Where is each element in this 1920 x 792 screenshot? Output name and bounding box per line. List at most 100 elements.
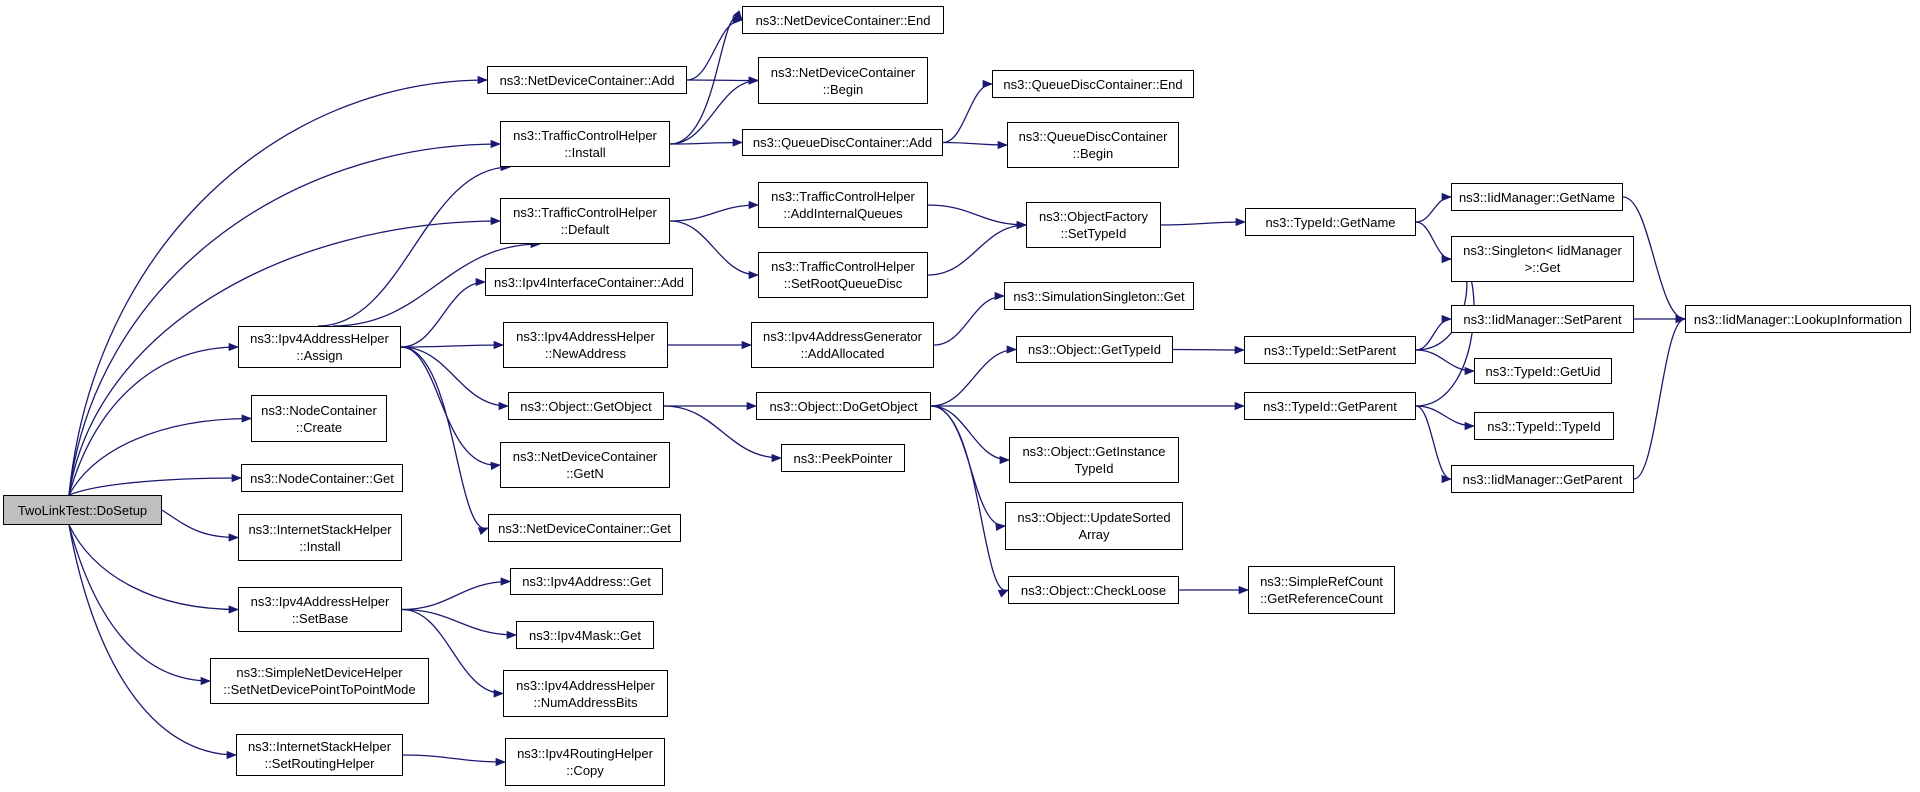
edge-tch-default-to-tch-aiq: [669, 200, 760, 222]
node-label-line: ns3::Ipv4InterfaceContainer::Add: [493, 274, 685, 290]
node-label-line: ns3::IidManager::GetName: [1458, 189, 1616, 205]
node-iid-lookup[interactable]: ns3::IidManager::LookupInformation: [1685, 305, 1911, 333]
node-tch-srqd[interactable]: ns3::TrafficControlHelper::SetRootQueueD…: [758, 252, 928, 298]
node-typeid-setparent[interactable]: ns3::TypeId::SetParent: [1244, 336, 1416, 364]
node-label-line: ns3::TrafficControlHelper: [513, 128, 657, 143]
node-typeid-getname[interactable]: ns3::TypeId::GetName: [1245, 208, 1416, 236]
edge-root-to-ndc-add: [68, 75, 489, 496]
edge-ipv4ah-setbase-to-ipv4ah-numbits: [401, 608, 505, 698]
node-ipv4ah-newaddr[interactable]: ns3::Ipv4AddressHelper::NewAddress: [503, 322, 668, 368]
node-label-line: ns3::Singleton< IidManager: [1463, 243, 1622, 258]
node-ipv4ic-add[interactable]: ns3::Ipv4InterfaceContainer::Add: [485, 268, 693, 296]
node-label-line: ns3::Ipv4AddressHelper: [516, 677, 655, 693]
edge-iid-getparent-to-iid-lookup: [1633, 314, 1687, 480]
node-ish-setrouting[interactable]: ns3::InternetStackHelper::SetRoutingHelp…: [236, 734, 403, 776]
node-singleton-get[interactable]: ns3::Singleton< IidManager>::Get: [1451, 236, 1634, 282]
edge-typeid-setparent-to-typeid-getuid: [1415, 349, 1476, 376]
node-obj-getobject[interactable]: ns3::Object::GetObject: [508, 392, 664, 420]
edge-root-to-ipv4ah-assign: [68, 342, 240, 496]
node-ipv4rh-copy[interactable]: ns3::Ipv4RoutingHelper::Copy: [505, 738, 665, 786]
node-obj-checkloose[interactable]: ns3::Object::CheckLoose: [1008, 576, 1179, 604]
node-label-line: ::GetReferenceCount: [1260, 591, 1383, 606]
edge-ndc-add-to-ndc-end: [686, 15, 744, 81]
node-ipv4ag-alloc[interactable]: ns3::Ipv4AddressGenerator::AddAllocated: [751, 322, 934, 368]
node-label-line: ns3::Ipv4AddressHelper: [250, 331, 389, 346]
node-label-line: ns3::NetDeviceContainer: [770, 64, 916, 80]
node-nc-get[interactable]: ns3::NodeContainer::Get: [241, 464, 403, 492]
node-of-settypeid[interactable]: ns3::ObjectFactory::SetTypeId: [1026, 202, 1161, 248]
node-ipv4addr-get[interactable]: ns3::Ipv4Address::Get: [510, 568, 663, 595]
node-label-line: ns3::TypeId::TypeId: [1487, 418, 1601, 434]
node-label-line: ::SetNetDevicePointToPointMode: [223, 682, 416, 697]
node-label-line: ns3::TypeId::GetParent: [1263, 398, 1397, 414]
node-label-line: ::NumAddressBits: [533, 694, 638, 710]
node-ish-install[interactable]: ns3::InternetStackHelper::Install: [238, 514, 402, 561]
node-root[interactable]: TwoLinkTest::DoSetup: [3, 495, 162, 525]
edge-ipv4ah-setbase-to-ipv4mask-get: [401, 608, 518, 640]
node-label-line: ns3::SimpleNetDeviceHelper: [236, 665, 403, 680]
node-label-line: ns3::Object::CheckLoose: [1020, 582, 1167, 598]
node-sndh-setp2p[interactable]: ns3::SimpleNetDeviceHelper::SetNetDevice…: [210, 658, 429, 704]
node-simsingleton-get[interactable]: ns3::SimulationSingleton::Get: [1004, 282, 1194, 310]
node-label-line: ns3::InternetStackHelper: [247, 739, 392, 754]
node-label-line: ::Install: [564, 145, 606, 160]
edge-tch-aiq-to-of-settypeid: [927, 204, 1028, 230]
node-nc-create[interactable]: ns3::NodeContainer::Create: [251, 395, 387, 442]
edge-ish-setrouting-to-ipv4rh-copy: [402, 754, 507, 767]
node-label-line: ::SetRoutingHelper: [264, 756, 375, 771]
node-src-getrefcount[interactable]: ns3::SimpleRefCount::GetReferenceCount: [1248, 566, 1395, 614]
node-ndc-begin[interactable]: ns3::NetDeviceContainer::Begin: [758, 57, 928, 104]
node-typeid-typeid[interactable]: ns3::TypeId::TypeId: [1474, 412, 1614, 440]
node-label-line: ::SetTypeId: [1060, 226, 1127, 241]
node-ipv4mask-get[interactable]: ns3::Ipv4Mask::Get: [516, 621, 654, 649]
node-ndc-get[interactable]: ns3::NetDeviceContainer::Get: [488, 514, 681, 542]
node-label-line: ::AddAllocated: [800, 346, 885, 361]
edge-qdc-add-to-qdc-end: [942, 79, 994, 144]
node-label-line: ns3::TrafficControlHelper: [771, 259, 915, 274]
node-label-line: ns3::SimpleRefCount: [1260, 574, 1383, 589]
node-label-line: ns3::QueueDiscContainer: [1018, 129, 1168, 144]
node-iid-getparent[interactable]: ns3::IidManager::GetParent: [1451, 465, 1634, 493]
edge-typeid-getname-to-singleton-get: [1415, 221, 1453, 264]
node-label-line: ::AddInternalQueues: [783, 206, 903, 221]
node-qdc-begin[interactable]: ns3::QueueDiscContainer::Begin: [1007, 122, 1179, 168]
edge-typeid-getparent-to-iid-getparent: [1415, 405, 1453, 484]
node-iid-getname[interactable]: ns3::IidManager::GetName: [1451, 183, 1623, 211]
node-ndc-add[interactable]: ns3::NetDeviceContainer::Add: [487, 66, 687, 94]
node-label-line: ns3::NodeContainer::Get: [250, 470, 394, 486]
node-label-line: ns3::TypeId::SetParent: [1263, 342, 1397, 358]
edge-ipv4ah-assign-to-tch-default: [332, 239, 542, 327]
edge-typeid-getname-to-iid-getname: [1415, 192, 1453, 223]
node-label-line: TypeId: [1074, 461, 1114, 476]
edge-root-to-nc-create: [68, 414, 253, 496]
node-label-line: ::Default: [560, 222, 610, 237]
node-label-line: ns3::Ipv4AddressHelper: [250, 593, 390, 609]
node-ndc-getn[interactable]: ns3::NetDeviceContainer::GetN: [500, 442, 670, 488]
node-label-line: ns3::Ipv4Address::Get: [522, 574, 651, 589]
node-label-line: ns3::QueueDiscContainer::End: [1003, 76, 1183, 92]
node-tch-aiq[interactable]: ns3::TrafficControlHelper::AddInternalQu…: [758, 182, 928, 228]
edge-typeid-setparent-to-iid-setparent: [1415, 314, 1453, 351]
node-peekpointer[interactable]: ns3::PeekPointer: [781, 444, 905, 472]
node-tch-default[interactable]: ns3::TrafficControlHelper::Default: [500, 198, 670, 244]
node-typeid-getparent[interactable]: ns3::TypeId::GetParent: [1244, 392, 1416, 420]
node-obj-gettypeid[interactable]: ns3::Object::GetTypeId: [1016, 336, 1173, 363]
node-iid-setparent[interactable]: ns3::IidManager::SetParent: [1451, 305, 1634, 333]
node-ipv4ah-numbits[interactable]: ns3::Ipv4AddressHelper::NumAddressBits: [503, 670, 668, 717]
edge-tch-install-to-qdc-add: [669, 138, 744, 147]
node-qdc-end[interactable]: ns3::QueueDiscContainer::End: [992, 70, 1194, 98]
node-label-line: TwoLinkTest::DoSetup: [17, 502, 148, 518]
node-label-line: ns3::Object::DoGetObject: [769, 398, 918, 414]
node-typeid-getuid[interactable]: ns3::TypeId::GetUid: [1474, 358, 1612, 384]
edge-root-to-nc-get: [68, 473, 243, 496]
node-tch-install[interactable]: ns3::TrafficControlHelper::Install: [500, 121, 670, 167]
node-ipv4ah-assign[interactable]: ns3::Ipv4AddressHelper::Assign: [238, 326, 401, 368]
node-ndc-end[interactable]: ns3::NetDeviceContainer::End: [742, 6, 944, 34]
node-ipv4ah-setbase[interactable]: ns3::Ipv4AddressHelper::SetBase: [238, 587, 402, 632]
node-label-line: ns3::Ipv4RoutingHelper: [517, 746, 653, 761]
node-qdc-add[interactable]: ns3::QueueDiscContainer::Add: [742, 129, 943, 156]
node-label-line: ns3::NodeContainer: [261, 402, 377, 418]
node-obj-dogetobject[interactable]: ns3::Object::DoGetObject: [756, 392, 931, 420]
